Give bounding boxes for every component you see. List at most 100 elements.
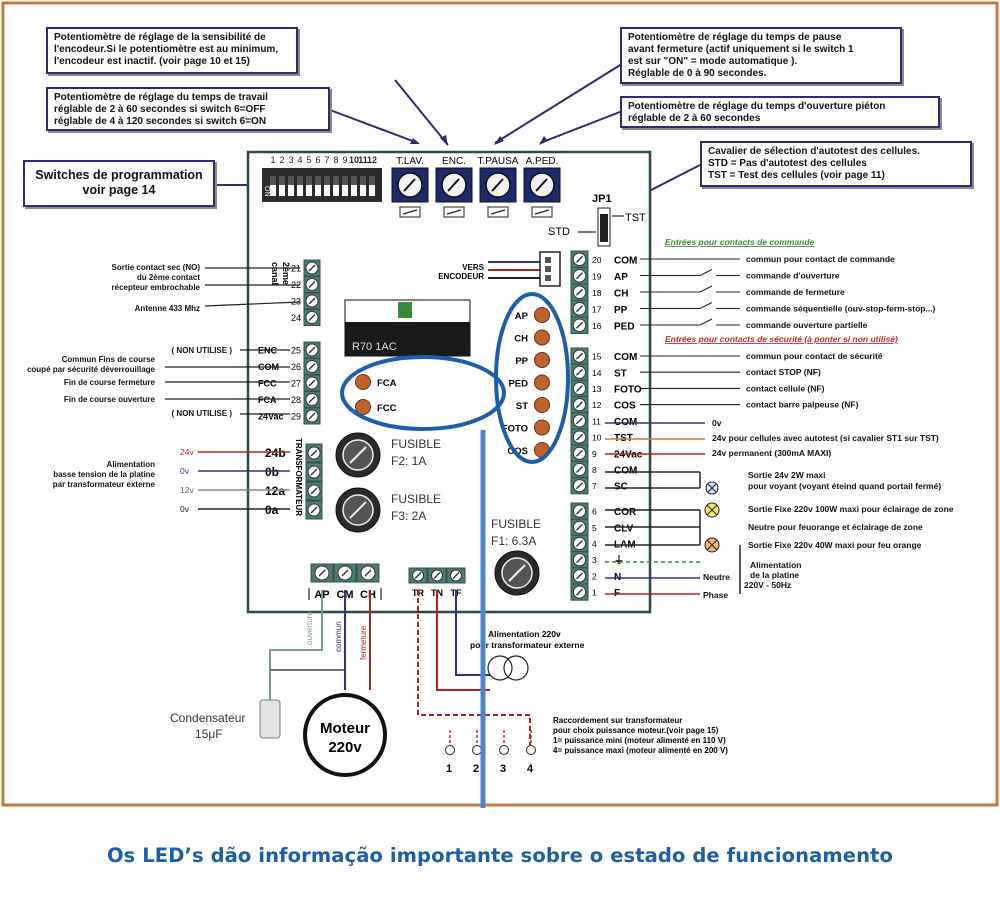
voltage-labels: 24v 0v 12v 0v <box>180 447 194 514</box>
terminal-number: 29 <box>291 412 301 422</box>
svg-text:24v pour cellules avec autotes: 24v pour cellules avec autotest (si cava… <box>712 433 939 443</box>
svg-text:Sortie Fixe 220v 40W maxi pour: Sortie Fixe 220v 40W maxi pour feu orang… <box>748 540 922 550</box>
jp1-jumper: JP1 TST STD <box>548 193 646 247</box>
svg-text:VERS: VERS <box>462 263 484 272</box>
pot-label: T.PAUSA <box>478 156 519 167</box>
encoder-pot-callout: Potentiomètre de réglage de la sensibili… <box>46 27 298 74</box>
svg-text:( NON UTILISE ): ( NON UTILISE ) <box>172 409 233 418</box>
tap-number: 4 <box>527 763 534 775</box>
led-label: PED <box>508 379 528 390</box>
terminal-24 <box>303 309 321 326</box>
terminal-number: 6 <box>592 507 597 517</box>
svg-text:pour voyant (voyant éteind qua: pour voyant (voyant éteind quand portail… <box>748 481 941 491</box>
svg-text:Phase: Phase <box>703 590 728 600</box>
dip-switch-lever <box>279 176 285 185</box>
terminal-label: COS <box>614 401 636 412</box>
terminal-label: SC <box>614 482 628 493</box>
terminal-8 <box>570 460 589 479</box>
led-label: AP <box>515 311 529 322</box>
terminal-7 <box>570 477 589 495</box>
terminal-number: 25 <box>291 346 301 356</box>
dip-switch-lever <box>342 176 348 185</box>
led-fcc <box>355 399 371 415</box>
fuse-rating: F1: 6.3A <box>491 534 536 548</box>
dip-number: 7 <box>324 155 329 165</box>
status-leds-highlight <box>494 292 570 464</box>
terminal-27 <box>303 374 321 392</box>
terminal-number: 15 <box>592 352 602 362</box>
led-label: PP <box>515 356 528 367</box>
transformer-tap <box>445 745 455 755</box>
dip-switch-slot <box>279 176 285 196</box>
terminal-label: FCC <box>258 379 277 389</box>
jumper-callout: Cavalier de sélection d'autotest des cel… <box>700 141 972 187</box>
transformer-terminal-1 <box>305 462 323 482</box>
dip-switch-lever <box>324 176 330 185</box>
transformer-terminal-0 <box>305 443 323 463</box>
dip-number: 11 <box>358 155 368 165</box>
power-wires <box>605 422 741 595</box>
svg-text:220v: 220v <box>328 739 362 756</box>
dip-switch-slot <box>369 176 375 196</box>
terminal-number: 28 <box>291 395 301 405</box>
tr-terminal-tr <box>408 567 428 584</box>
command-label: commun pour contact de commande <box>746 254 895 264</box>
terminal-label: AP <box>614 272 628 283</box>
terminal-2 <box>570 567 589 585</box>
svg-text:Moteur: Moteur <box>320 720 370 737</box>
dip-switch-lever <box>315 176 321 185</box>
svg-text:Alimentation: Alimentation <box>107 460 156 469</box>
fuse-name: FUSIBLE <box>391 437 441 451</box>
terminal-10 <box>570 428 589 446</box>
dip-slots <box>270 176 375 196</box>
dip-number: 12 <box>367 155 377 165</box>
terminal-28 <box>303 391 321 408</box>
led-ap <box>534 307 550 323</box>
transformer-terminal-label: 12a <box>265 484 285 498</box>
dip-switch-lever <box>306 176 312 185</box>
terminal-22 <box>303 276 321 293</box>
led-foto <box>534 419 550 436</box>
left-terminal-blocks: 2122232425ENC26COM27FCC28FCA2924Vac24b0b… <box>258 259 323 520</box>
safety-label: contact cellule (NF) <box>746 383 825 393</box>
terminal-number: 13 <box>592 384 602 394</box>
tr-terminal-tn <box>427 567 447 584</box>
svg-text:220V - 50Hz: 220V - 50Hz <box>744 580 791 590</box>
motor-terminal-label: CH <box>360 589 376 601</box>
command-heading: Entrées pour contacts de commande <box>665 237 815 247</box>
svg-text:pour transformateur externe: pour transformateur externe <box>470 640 585 650</box>
terminal-number: 4 <box>592 539 597 549</box>
second-channel-label: 2ème <box>281 262 291 285</box>
motor-terminal-ch <box>356 563 380 583</box>
terminal-number: 23 <box>291 297 301 307</box>
dip-switch-slot <box>306 176 312 196</box>
svg-text:Antenne 433 Mhz: Antenne 433 Mhz <box>135 304 200 313</box>
svg-text:4= puissance maxi (moteur alim: 4= puissance maxi (moteur alimenté en 20… <box>553 746 728 755</box>
terminal-label: ⏚ <box>614 555 624 567</box>
std-label: STD <box>548 226 570 238</box>
safety-label: commun pour contact de sécurité <box>746 351 883 361</box>
lamp-symbols <box>704 481 720 553</box>
transformer-tap <box>499 745 509 755</box>
dip-switch-lever <box>360 176 366 185</box>
fuse-rating: F3: 2A <box>391 509 426 523</box>
svg-text:ouverture: ouverture <box>305 611 314 645</box>
terminal-number: 1 <box>592 588 597 598</box>
terminal-23 <box>303 292 321 310</box>
terminal-number: 2 <box>592 571 597 581</box>
terminal-number: 9 <box>592 449 597 459</box>
terminal-number: 16 <box>592 321 602 331</box>
transformer-terminal-label: 24b <box>265 446 286 460</box>
encoder-connector: VERS ENCODEUR <box>438 251 561 287</box>
transformer-wires <box>417 590 531 745</box>
safety-heading: Entrées pour contacts de sécurité (à pon… <box>665 334 898 344</box>
motor: Moteur 220v <box>303 693 387 777</box>
led-label: FOTO <box>502 424 528 435</box>
terminal-26 <box>303 358 321 375</box>
safety-label: contact STOP (NF) <box>746 367 821 377</box>
terminal-12 <box>570 396 589 414</box>
